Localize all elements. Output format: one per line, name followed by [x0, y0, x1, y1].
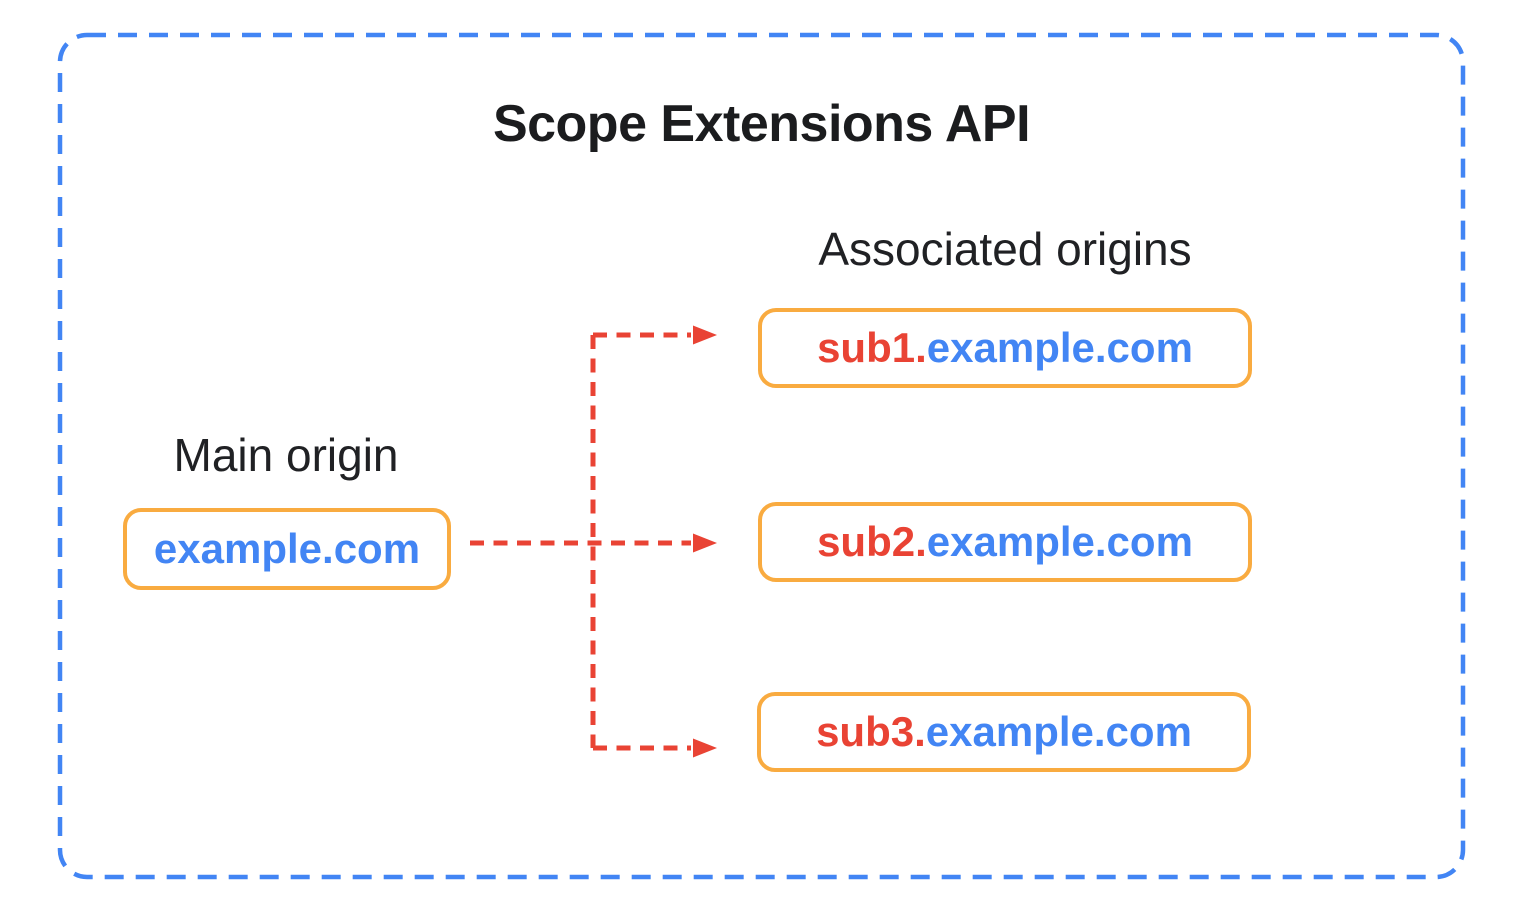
main-origin-box: example.com	[123, 508, 451, 590]
arrowhead-middle	[693, 533, 717, 553]
associated-origin-3-subdomain: sub3.	[816, 708, 926, 755]
main-origin-domain: example.com	[153, 525, 421, 572]
associated-origin-3-domain: example.com	[925, 708, 1192, 755]
associated-origin-box-1: sub1.example.com	[758, 308, 1252, 388]
associated-origin-2-subdomain: sub2.	[817, 518, 927, 565]
main-origin-label: Main origin	[173, 429, 399, 481]
associated-origin-box-2: sub2.example.com	[758, 502, 1252, 582]
associated-origin-box-3: sub3.example.com	[757, 692, 1251, 772]
associated-origins-label: Associated origins	[818, 223, 1192, 275]
associated-origin-1-subdomain: sub1.	[817, 324, 927, 371]
arrowhead-top	[693, 325, 717, 345]
arrowhead-bottom	[693, 738, 717, 758]
associated-origin-2-domain: example.com	[926, 518, 1193, 565]
diagram-title: Scope Extensions API	[492, 95, 1031, 153]
associated-origin-1-domain: example.com	[926, 324, 1193, 371]
